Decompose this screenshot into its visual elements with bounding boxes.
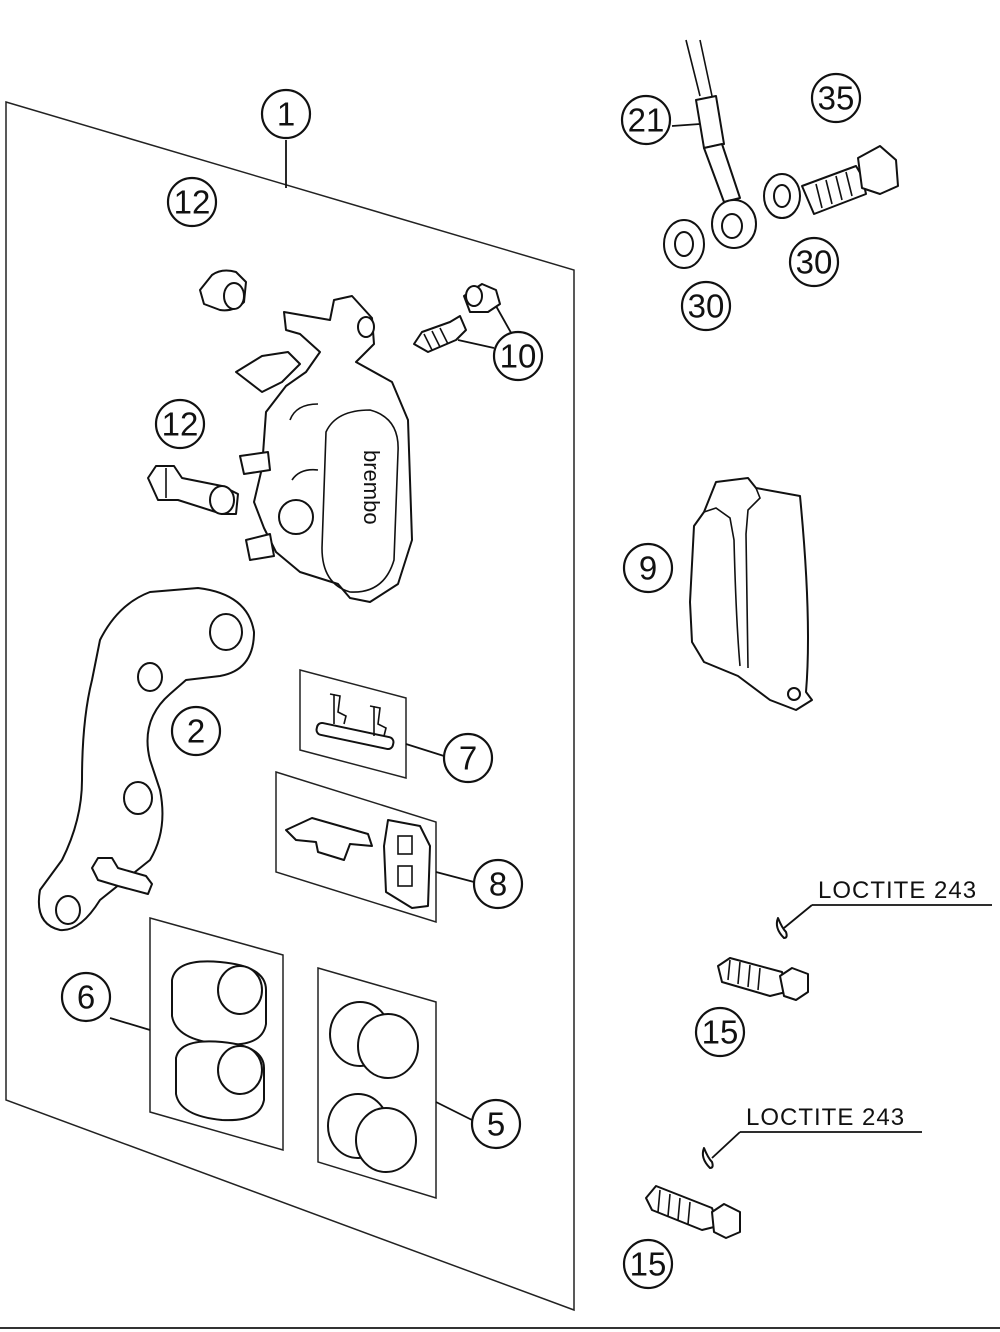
- seals-part: [327, 1001, 419, 1173]
- callout-8: 8: [472, 858, 524, 910]
- pin-kit-panel: [299, 669, 407, 779]
- callout-30: 30: [788, 236, 840, 288]
- caliper-bracket-part: [38, 587, 255, 932]
- banjo-washer-part: [663, 219, 705, 269]
- loctite-note-lower: LOCTITE 243: [746, 1104, 905, 1131]
- callout-label: 15: [630, 1246, 667, 1283]
- callout-12: 12: [166, 176, 218, 228]
- callout-1: 1: [260, 88, 312, 140]
- callout-label: 30: [796, 244, 833, 281]
- callout-21: 21: [620, 94, 672, 146]
- main-assembly-panel: [5, 100, 575, 1312]
- guide-bolt-part: [147, 465, 239, 515]
- brake-caliper-part: brembo: [235, 295, 413, 603]
- callout-label: 10: [500, 338, 537, 375]
- callout-15: 15: [694, 1006, 746, 1058]
- callout-label: 6: [77, 979, 95, 1016]
- pistons-part: [171, 960, 267, 1122]
- banjo-washer-part: [763, 173, 801, 219]
- callout-35: 35: [810, 72, 862, 124]
- callout-5: 5: [470, 1098, 522, 1150]
- callout-label: 7: [459, 740, 477, 777]
- bolt-part: [645, 1147, 741, 1239]
- caliper-brand-label: brembo: [359, 450, 384, 525]
- leader-lines: [109, 123, 992, 1159]
- callout-7: 7: [442, 732, 494, 784]
- callout-label: 15: [702, 1014, 739, 1051]
- brake-line-part: [685, 39, 757, 249]
- callout-9: 9: [622, 542, 674, 594]
- spring-kit-panel: [275, 770, 437, 924]
- callout-label: 30: [688, 288, 725, 325]
- callout-label: 12: [174, 184, 211, 221]
- callout-10: 10: [492, 330, 544, 382]
- callout-6: 6: [60, 971, 112, 1023]
- callout-label: 9: [639, 550, 657, 587]
- callout-label: 21: [628, 102, 665, 139]
- callout-label: 12: [162, 406, 199, 443]
- spring-kit-part: [285, 817, 431, 909]
- brake-pads-part: [689, 477, 813, 711]
- callout-label: 5: [487, 1106, 505, 1143]
- piston-panel: [149, 917, 284, 1151]
- callout-label: 35: [818, 80, 855, 117]
- loctite-note-upper: LOCTITE 243: [818, 877, 977, 904]
- banjo-bolt-part: [801, 145, 899, 215]
- callout-label: 2: [187, 713, 205, 750]
- callout-15: 15: [622, 1238, 674, 1290]
- pin-kit-part: [315, 693, 395, 751]
- callout-12: 12: [154, 398, 206, 450]
- bleed-valve-part: [413, 283, 501, 353]
- bushing-part: [199, 269, 247, 312]
- callout-30: 30: [680, 280, 732, 332]
- callout-2: 2: [170, 705, 222, 757]
- callout-label: 8: [489, 866, 507, 903]
- bolt-part: [717, 917, 809, 1001]
- callout-label: 1: [277, 96, 295, 133]
- seal-panel: [317, 967, 437, 1200]
